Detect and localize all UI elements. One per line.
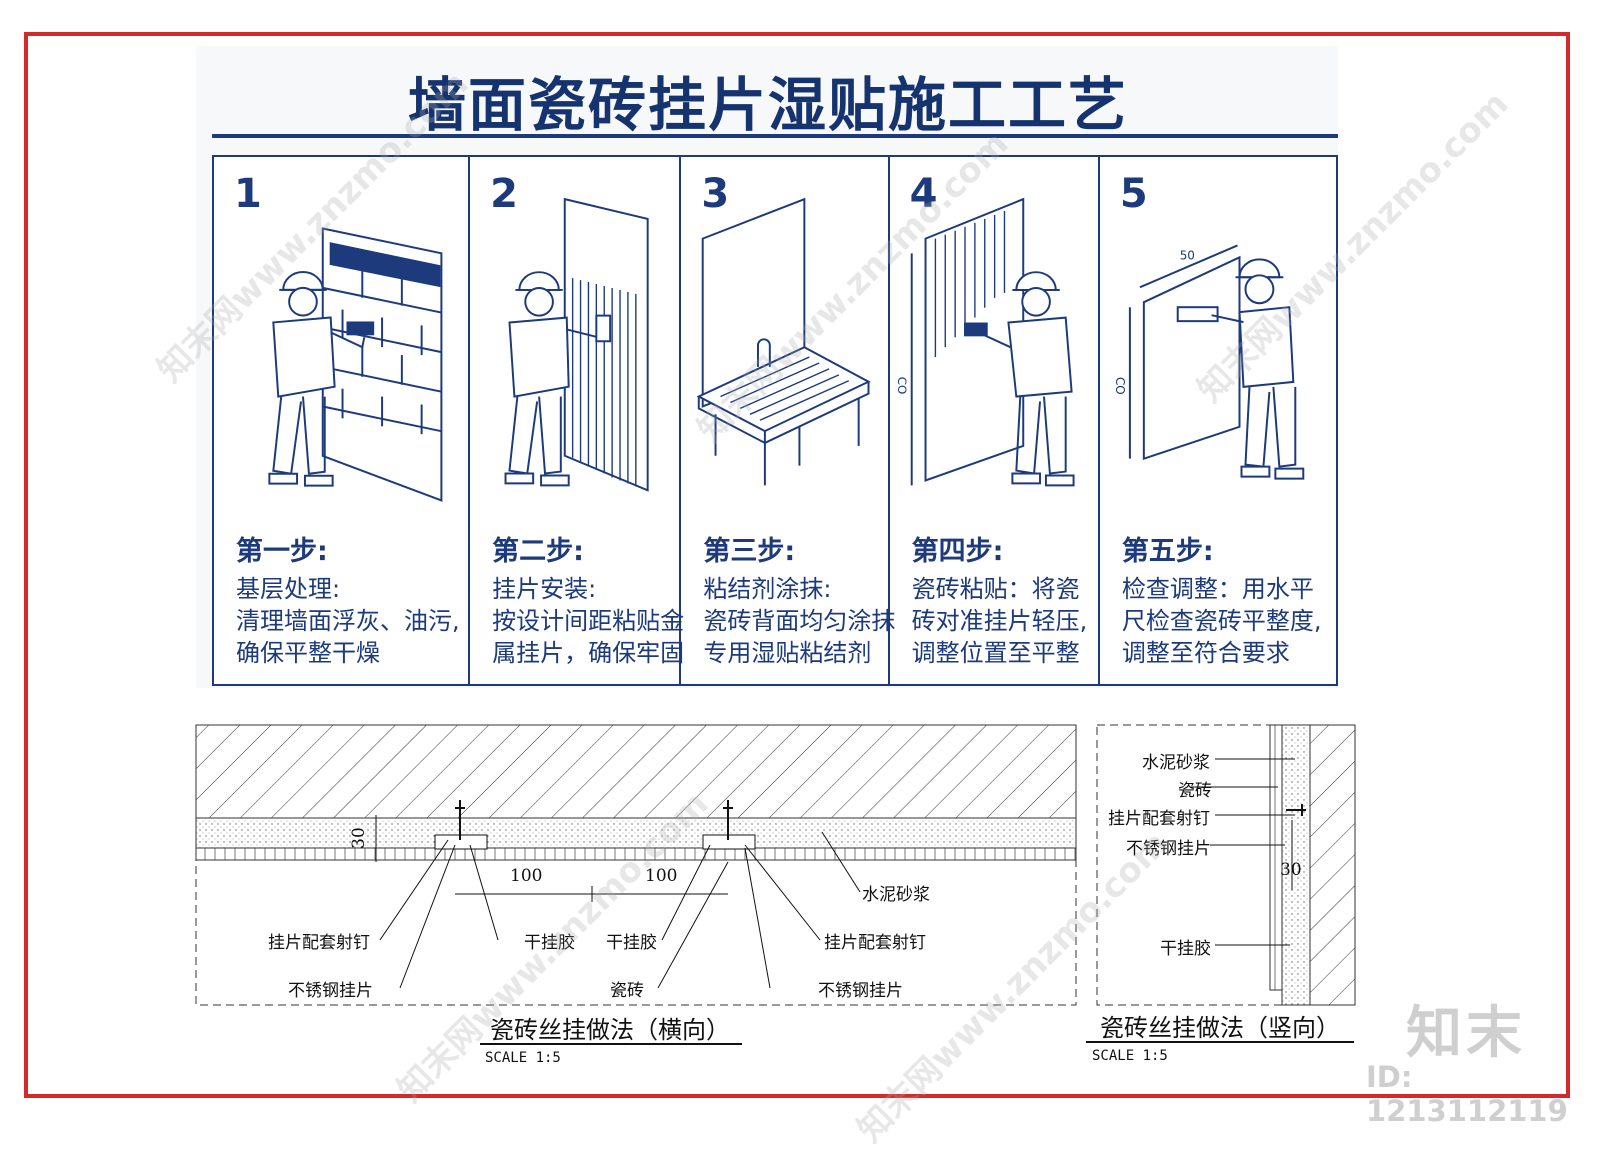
title-rule xyxy=(212,134,1338,138)
step-4-panel: 4 CO 第四步: 瓷砖粘贴：将瓷 xyxy=(890,157,1100,684)
step-title: 第四步: xyxy=(911,536,1004,567)
id-label: ID: 1213112119 xyxy=(1366,1060,1568,1128)
worker-level-check-illustration: 50 CO xyxy=(1113,244,1305,480)
step-desc-line: 确保平整干燥 xyxy=(236,639,380,667)
step-desc-line: 调整位置至平整 xyxy=(911,639,1080,667)
step-3-panel: 3 第三步: 粘结剂涂抹: 瓷砖背面均匀涂抹 专用湿贴粘结剂 xyxy=(681,157,895,684)
steps-panel: 1 第一步: 基层处理: 清理墙面浮灰、油污, 确 xyxy=(212,155,1338,686)
step-number: 3 xyxy=(701,171,730,217)
v-label-nail: 挂片配套射钉 xyxy=(1108,809,1210,829)
step-desc-line: 专用湿贴粘结剂 xyxy=(703,639,872,667)
step-5-panel: 5 50 CO 第五步: 检查调整：用水平 尺检查瓷砖平整度, 调整至符合要求 xyxy=(1100,157,1336,684)
step-2-panel: 2 第二步: 挂片安装: 按设计间距粘 xyxy=(470,157,685,684)
step-desc-line: 尺检查瓷砖平整度, xyxy=(1121,607,1322,635)
step-number: 5 xyxy=(1119,171,1148,217)
adhesive-applied-tile-illustration xyxy=(696,197,872,486)
caption-underline xyxy=(480,1043,742,1045)
step-desc-line: 瓷砖背面均匀涂抹 xyxy=(703,607,896,635)
label-clip-right: 不锈钢挂片 xyxy=(818,981,903,1001)
label-nail-right: 挂片配套射钉 xyxy=(824,933,926,953)
v-dim-thickness: 30 xyxy=(1280,860,1302,880)
page-title: 墙面瓷砖挂片湿贴施工工艺 xyxy=(407,71,1128,139)
caption-underline xyxy=(1086,1041,1354,1043)
v-label-adhesive: 干挂胶 xyxy=(1160,939,1211,959)
v-label-cement-mortar: 水泥砂浆 xyxy=(1142,753,1210,773)
step5-side-dim: CO xyxy=(1113,377,1127,395)
dim-spacing-right: 100 xyxy=(645,866,678,886)
step-desc-line: 属挂片，确保牢固 xyxy=(492,639,685,667)
horizontal-caption: 瓷砖丝挂做法（横向） xyxy=(490,1016,730,1044)
label-cement-mortar: 水泥砂浆 xyxy=(862,885,930,905)
step-title: 第五步: xyxy=(1121,536,1214,567)
worker-tile-press-illustration: CO xyxy=(895,197,1075,487)
step-number: 4 xyxy=(909,171,938,217)
worker-wall-cleaning-illustration xyxy=(268,227,443,502)
step-1-panel: 1 第一步: 基层处理: 清理墙面浮灰、油污, 确 xyxy=(214,157,471,684)
step-desc-line: 基层处理: xyxy=(236,575,341,603)
vertical-caption: 瓷砖丝挂做法（竖向） xyxy=(1100,1014,1340,1042)
v-label-tile: 瓷砖 xyxy=(1178,781,1212,801)
worker-clip-install-illustration xyxy=(504,197,649,492)
dim-thickness: 30 xyxy=(348,827,369,849)
label-nail-left: 挂片配套射钉 xyxy=(268,933,370,953)
step-desc-line: 按设计间距粘贴金 xyxy=(492,607,685,635)
label-adhesive-mid: 干挂胶 xyxy=(606,933,657,953)
step-desc-line: 瓷砖粘贴：将瓷 xyxy=(911,575,1080,603)
dim-spacing-left: 100 xyxy=(510,866,543,886)
brand-logo-text: 知末 xyxy=(1406,1001,1526,1066)
step-title: 第一步: xyxy=(236,536,328,567)
step-number: 1 xyxy=(234,171,262,217)
step-title: 第二步: xyxy=(492,536,584,567)
step-desc-line: 检查调整：用水平 xyxy=(1121,575,1314,603)
red-border-frame xyxy=(24,32,1570,1098)
vertical-scale: SCALE 1:5 xyxy=(1092,1048,1168,1064)
label-tile: 瓷砖 xyxy=(610,981,644,1001)
horizontal-scale: SCALE 1:5 xyxy=(485,1050,561,1066)
v-label-clip: 不锈钢挂片 xyxy=(1126,839,1211,859)
step-desc-line: 调整至符合要求 xyxy=(1121,639,1290,667)
label-adhesive-left: 干挂胶 xyxy=(524,933,575,953)
step4-side-dim: CO xyxy=(895,377,909,395)
step-number: 2 xyxy=(490,171,518,217)
step-desc-line: 砖对准挂片轻压, xyxy=(911,607,1088,635)
step5-top-dim: 50 xyxy=(1180,248,1195,262)
label-clip-left: 不锈钢挂片 xyxy=(288,981,373,1001)
step-desc-line: 挂片安装: xyxy=(492,575,597,603)
step-desc-line: 粘结剂涂抹: xyxy=(703,575,832,603)
step-desc-line: 清理墙面浮灰、油污, xyxy=(236,607,460,635)
step-title: 第三步: xyxy=(703,536,796,567)
